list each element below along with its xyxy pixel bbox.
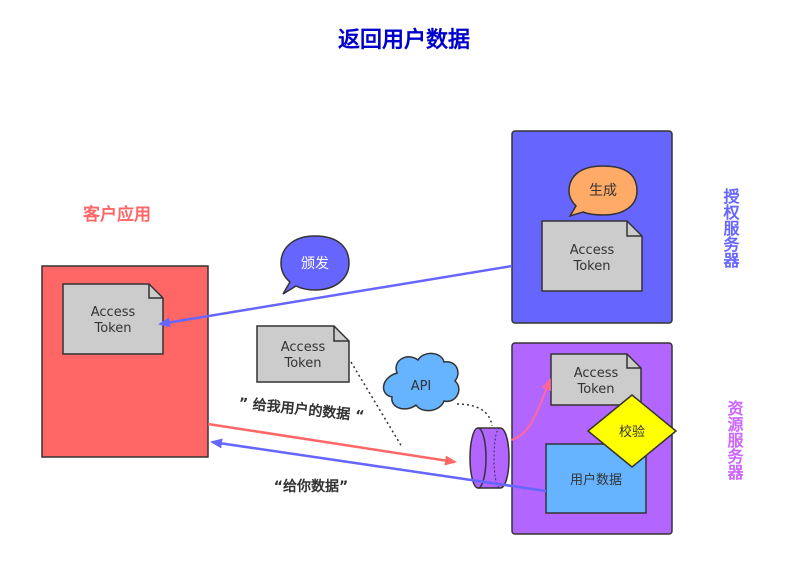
client-token-line1: Access: [91, 305, 136, 320]
issue-bubble: 颁发: [280, 235, 350, 295]
issue-arrow: [158, 264, 513, 328]
verify-label: 校验: [619, 424, 645, 440]
request-arrow: [207, 422, 457, 466]
response-label: “给你数据”: [274, 478, 348, 495]
verify-diamond: 校验: [586, 394, 678, 468]
response-arrow: [210, 438, 547, 493]
token-check-arrow: [510, 378, 551, 441]
resource-token-line1: Access: [574, 366, 619, 381]
floating-token-line2: Token: [284, 356, 322, 371]
auth-token-line2: Token: [573, 259, 611, 274]
diagram-title: 返回用户数据: [338, 27, 470, 53]
generate-bubble: 生成: [568, 165, 638, 218]
resource-server-label: 资源服务器: [725, 399, 745, 481]
resource-token-doc: Access Token: [550, 353, 642, 406]
auth-server-label: 授权服务器: [721, 187, 741, 269]
api-endpoint-cylinder: [469, 427, 510, 489]
resource-token-line2: Token: [577, 382, 615, 397]
auth-token-line1: Access: [570, 243, 615, 258]
api-dotted-link: [456, 403, 493, 427]
generate-label: 生成: [589, 183, 617, 199]
floating-token-line1: Access: [281, 340, 326, 355]
user-data-label: 用户数据: [570, 472, 622, 488]
token-dotted-link: [350, 361, 403, 448]
floating-token-doc: Access Token: [256, 325, 350, 383]
issue-label: 颁发: [301, 256, 329, 272]
auth-token-doc: Access Token: [541, 220, 643, 292]
client-token-doc: Access Token: [62, 283, 164, 355]
client-app-label: 客户应用: [82, 204, 151, 225]
request-label: ” 给我用户的数据 “: [238, 394, 365, 424]
api-cloud: API: [382, 352, 460, 412]
client-token-line2: Token: [94, 321, 132, 336]
api-label: API: [411, 379, 432, 394]
